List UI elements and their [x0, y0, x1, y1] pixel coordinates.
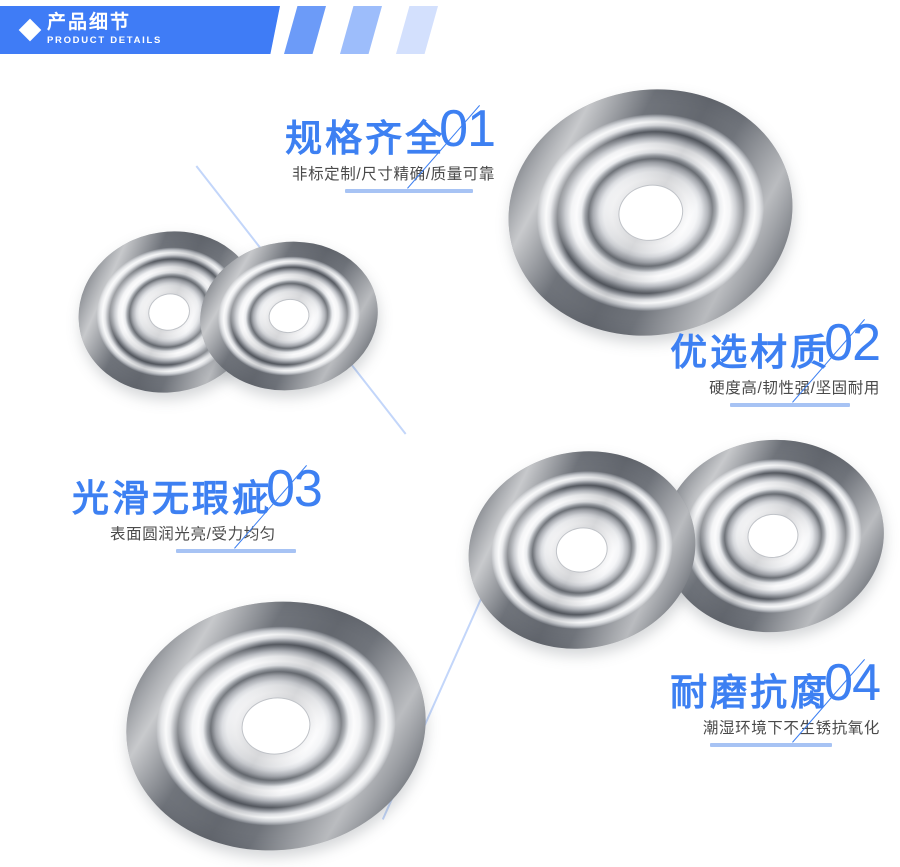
header-text: 产品细节 PRODUCT DETAILS [47, 11, 163, 47]
feature-underline [730, 403, 850, 408]
feature-number: 03 [234, 463, 323, 549]
feature-title: 优选材质 [670, 331, 831, 373]
product-disc-top-right [488, 67, 813, 358]
feature-number-text: 04 [824, 654, 881, 712]
feature-title-row: 耐磨抗腐 04 [560, 657, 881, 743]
diamond-icon [18, 18, 42, 42]
feature-number-text: 03 [266, 460, 323, 518]
feature-underline [710, 743, 832, 748]
feature-block-04: 耐磨抗腐 04 潮湿环境下不生锈抗氧化 [560, 657, 881, 748]
feature-number: 02 [792, 317, 881, 403]
feature-title-row: 优选材质 02 [560, 317, 881, 403]
feature-title: 规格齐全 [285, 117, 446, 159]
header-title-group: 产品细节 PRODUCT DETAILS [18, 6, 163, 54]
header-stripe-3 [396, 6, 438, 54]
feature-title: 耐磨抗腐 [670, 671, 831, 713]
feature-subtitle: 非标定制/尺寸精确/质量可靠 [291, 165, 495, 183]
disc-center-hole [745, 511, 801, 561]
feature-block-03: 光滑无瑕疵 03 表面圆润光亮/受力均匀 [72, 463, 412, 554]
feature-subtitle: 表面圆润光亮/受力均匀 [110, 525, 276, 543]
product-disc-mid-right-a [450, 430, 714, 670]
feature-number: 01 [407, 103, 496, 189]
product-disc-bottom-left [112, 584, 440, 867]
feature-title-row: 规格齐全 01 [150, 103, 496, 189]
feature-subtitle: 潮湿环境下不生锈抗氧化 [702, 719, 880, 737]
header-stripe-2 [340, 6, 382, 54]
feature-block-01: 规格齐全 01 非标定制/尺寸精确/质量可靠 [150, 103, 496, 194]
feature-block-02: 优选材质 02 硬度高/韧性强/坚固耐用 [560, 317, 881, 408]
header-stripe-1 [284, 6, 326, 54]
feature-number-text: 02 [824, 314, 881, 372]
feature-number: 04 [792, 657, 881, 743]
feature-underline [176, 549, 296, 554]
feature-title-row: 光滑无瑕疵 03 [72, 463, 412, 549]
header-title-en: PRODUCT DETAILS [47, 34, 163, 46]
feature-title: 光滑无瑕疵 [72, 477, 272, 519]
feature-subtitle: 硬度高/韧性强/坚固耐用 [709, 379, 880, 397]
feature-number-text: 01 [439, 100, 496, 158]
page-header: 产品细节 PRODUCT DETAILS [0, 6, 900, 54]
header-title-cn: 产品细节 [47, 11, 132, 33]
header-blue-bar [0, 6, 250, 54]
feature-underline [345, 189, 473, 194]
